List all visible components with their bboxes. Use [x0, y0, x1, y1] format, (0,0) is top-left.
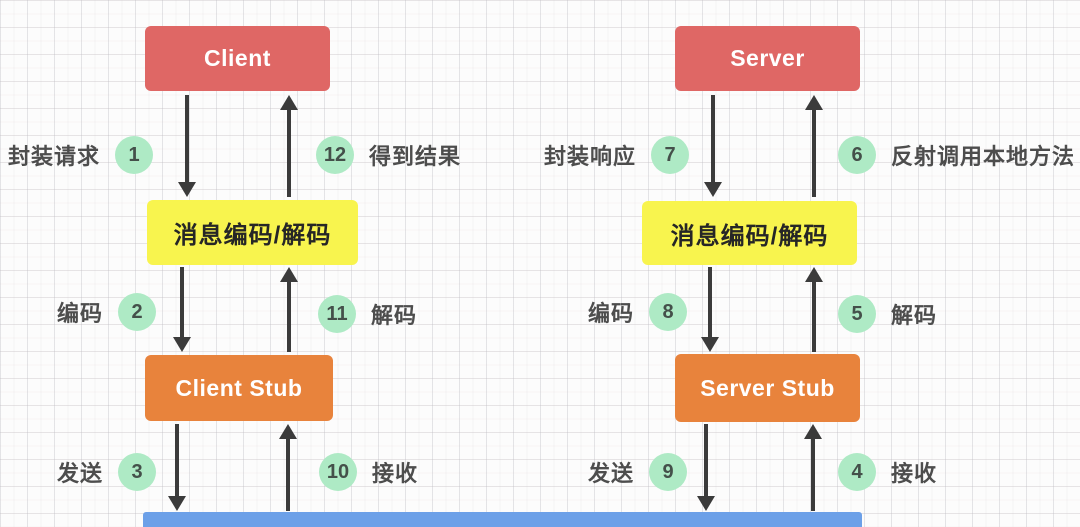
server-box: Server — [675, 26, 860, 91]
step-12-label: 得到结果 — [369, 144, 462, 169]
step-10-badge: 10 — [319, 453, 357, 491]
step-1-annotation: 封装请求 1 — [8, 136, 153, 174]
step-12-annotation: 12 得到结果 — [316, 136, 461, 174]
step-3-label: 发送 — [56, 461, 103, 486]
arrow-network-to-clientstub-icon — [278, 424, 298, 511]
server-stub-box: Server Stub — [675, 354, 860, 422]
step-1-label: 封装请求 — [7, 144, 100, 169]
arrow-client-to-codec-icon — [177, 95, 197, 197]
arrow-codec-to-client-icon — [279, 95, 299, 197]
arrow-codec-to-clientstub-icon — [172, 267, 192, 352]
client-stub-box: Client Stub — [145, 355, 333, 421]
step-4-annotation: 4 接收 — [838, 453, 937, 491]
step-4-badge: 4 — [838, 453, 876, 491]
step-6-badge: 6 — [838, 136, 876, 174]
step-7-badge: 7 — [651, 136, 689, 174]
step-3-badge: 3 — [118, 453, 156, 491]
step-5-label: 解码 — [891, 303, 938, 328]
step-11-annotation: 11 解码 — [318, 295, 417, 333]
client-box: Client — [145, 26, 330, 91]
arrow-serverstub-to-codec-icon — [804, 267, 824, 352]
step-6-annotation: 6 反射调用本地方法 — [838, 136, 1075, 174]
arrow-serverstub-to-network-icon — [696, 424, 716, 511]
arrow-codec-to-serverstub-icon — [700, 267, 720, 352]
codec-box-left: 消息编码/解码 — [147, 200, 358, 265]
arrow-network-to-serverstub-icon — [803, 424, 823, 511]
step-10-label: 接收 — [372, 461, 419, 486]
step-10-annotation: 10 接收 — [319, 453, 418, 491]
step-6-label: 反射调用本地方法 — [891, 144, 1076, 169]
step-8-label: 编码 — [587, 301, 634, 326]
step-3-annotation: 发送 3 — [57, 453, 156, 491]
step-8-badge: 8 — [649, 293, 687, 331]
network-transport-bar — [143, 512, 862, 527]
step-5-annotation: 5 解码 — [838, 295, 937, 333]
arrow-server-to-codec-icon — [703, 95, 723, 197]
arrow-codec-to-server-icon — [804, 95, 824, 197]
step-8-annotation: 编码 8 — [588, 293, 687, 331]
step-4-label: 接收 — [891, 461, 938, 486]
step-2-badge: 2 — [118, 293, 156, 331]
step-11-label: 解码 — [371, 303, 418, 328]
arrow-clientstub-to-network-icon — [167, 424, 187, 511]
codec-box-right: 消息编码/解码 — [642, 201, 857, 265]
step-5-badge: 5 — [838, 295, 876, 333]
step-7-label: 封装响应 — [543, 144, 636, 169]
step-12-badge: 12 — [316, 136, 354, 174]
step-9-annotation: 发送 9 — [588, 453, 687, 491]
step-1-badge: 1 — [115, 136, 153, 174]
step-2-label: 编码 — [56, 301, 103, 326]
step-9-label: 发送 — [587, 461, 634, 486]
arrow-clientstub-to-codec-icon — [279, 267, 299, 352]
step-9-badge: 9 — [649, 453, 687, 491]
step-2-annotation: 编码 2 — [57, 293, 156, 331]
step-7-annotation: 封装响应 7 — [544, 136, 689, 174]
step-11-badge: 11 — [318, 295, 356, 333]
